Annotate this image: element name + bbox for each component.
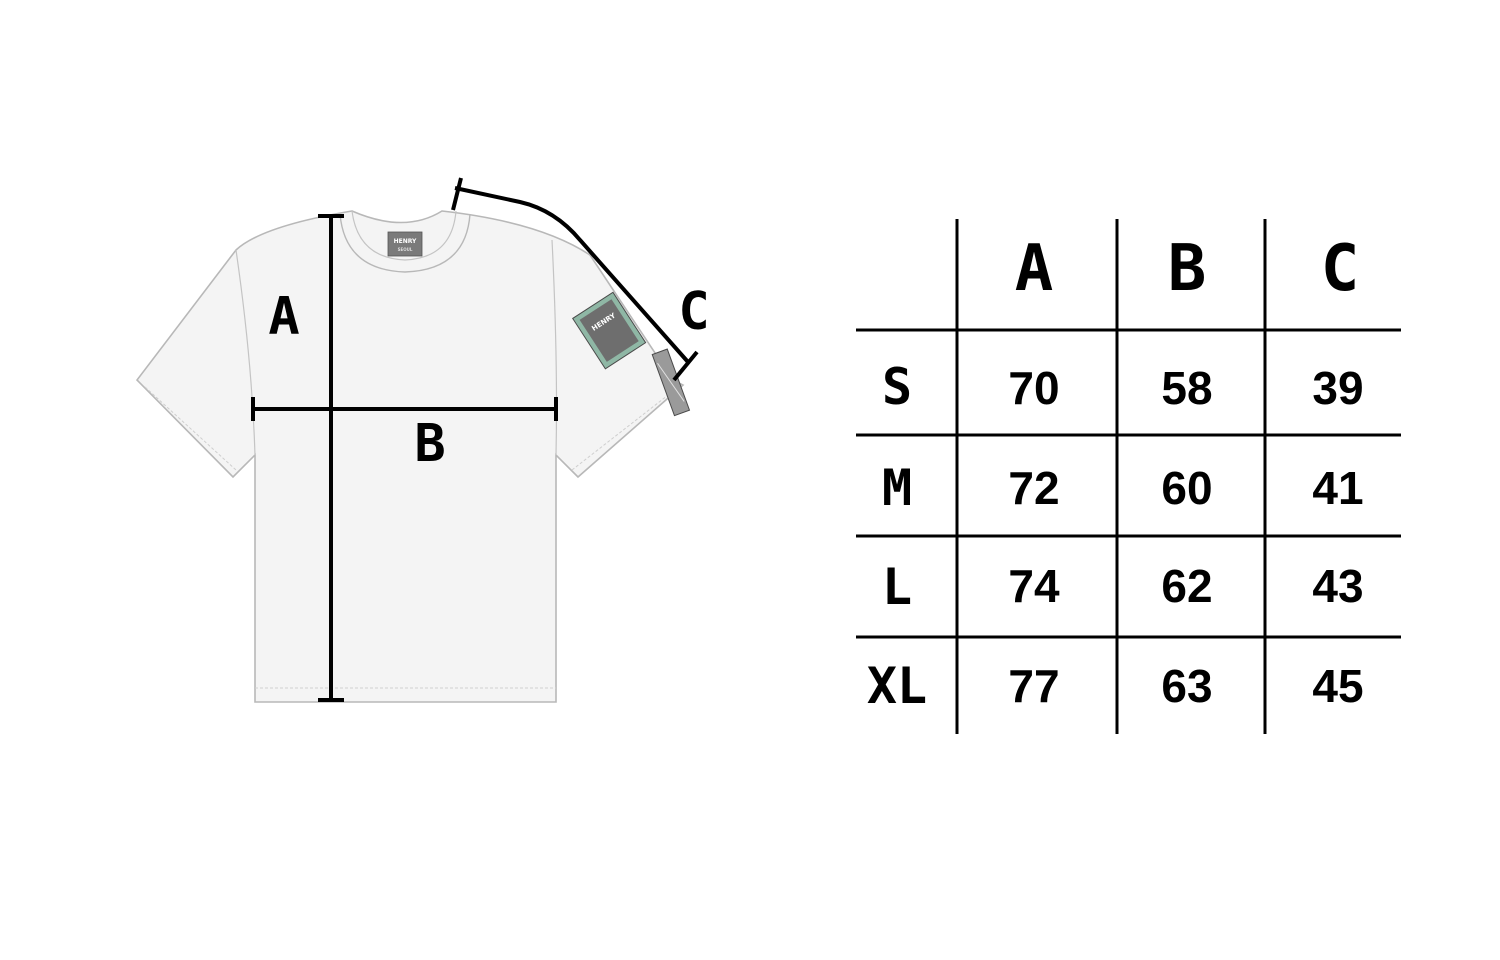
table-header-a: A <box>1015 232 1054 306</box>
left-sleeve-seam <box>235 249 256 456</box>
table-cell-c: 45 <box>1312 660 1363 712</box>
neck-label-sub: SEOUL <box>398 247 413 252</box>
measurement-lines: A B C <box>251 177 710 702</box>
measure-c-cap-start <box>451 177 463 211</box>
table-header-c: C <box>1321 232 1360 306</box>
table-cell-b: 63 <box>1161 660 1212 712</box>
size-table: A B C S 70 58 39 M 72 60 41 L 74 62 43 X… <box>856 219 1401 734</box>
tshirt-body <box>135 210 685 703</box>
label-a: A <box>268 287 299 347</box>
table-cell-a: 77 <box>1008 660 1059 712</box>
table-row-size: S <box>882 358 912 416</box>
table-cell-a: 74 <box>1008 560 1060 612</box>
table-cell-c: 43 <box>1312 560 1363 612</box>
right-sleeve-seam <box>551 239 558 456</box>
right-cuff-stitch <box>571 391 673 471</box>
label-b: B <box>414 414 445 474</box>
left-cuff-stitch <box>144 386 237 471</box>
table-cell-b: 58 <box>1161 362 1212 414</box>
table-cell-a: 72 <box>1008 462 1059 514</box>
sleeve-tag: HENRY <box>572 291 647 370</box>
table-cell-c: 39 <box>1312 362 1363 414</box>
table-header-b: B <box>1168 232 1207 306</box>
table-cell-c: 41 <box>1312 462 1363 514</box>
neck-label: HENRY SEOUL <box>387 231 423 257</box>
label-c: C <box>678 282 709 342</box>
measure-c-cap-end <box>672 350 699 382</box>
tshirt-collar <box>339 213 471 273</box>
table-row-size: XL <box>867 657 927 715</box>
sleeve-strap <box>651 348 691 417</box>
table-row-size: L <box>882 558 912 616</box>
table-cell-a: 70 <box>1008 362 1059 414</box>
table-row-size: M <box>882 459 912 517</box>
table-cell-b: 62 <box>1161 560 1212 612</box>
measure-c-line <box>454 186 690 364</box>
tshirt-illustration: HENRY SEOUL HENRY <box>135 210 691 703</box>
neck-label-brand: HENRY <box>394 238 417 245</box>
tshirt-collar-inner <box>351 210 457 261</box>
table-cell-b: 60 <box>1161 462 1212 514</box>
